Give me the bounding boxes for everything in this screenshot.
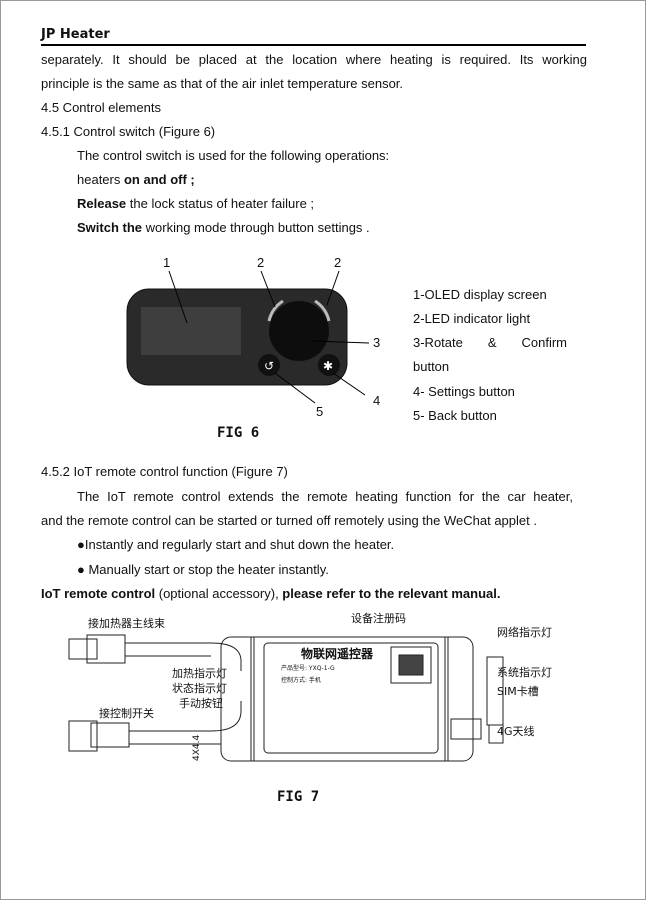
- section-heading: 4.5 Control elements: [41, 100, 161, 115]
- legend-item: 4- Settings button: [413, 384, 515, 399]
- device-control-mode: 控制方式: 手机: [281, 677, 321, 684]
- label-network-indicator: 网络指示灯: [497, 626, 552, 639]
- section-heading: 4.5.1 Control switch (Figure 6): [41, 124, 216, 139]
- text: working mode through button settings .: [142, 220, 370, 235]
- callout-2: 2: [257, 255, 265, 270]
- text: (optional accessory),: [155, 586, 283, 601]
- label-status-indicator: 状态指示灯: [172, 682, 227, 695]
- text: heaters: [77, 172, 124, 187]
- legend-item: button: [413, 359, 450, 374]
- iot-controller-drawing: [68, 634, 504, 762]
- callout-5: 5: [316, 404, 324, 419]
- callout-4: 4: [373, 393, 381, 408]
- bullet-item: ● Manually start or stop the heater inst…: [77, 562, 329, 577]
- text-line: heaters on and off ;: [77, 171, 195, 189]
- callout-1: 1: [163, 255, 171, 270]
- paragraph: principle is the same as that of the air…: [41, 76, 404, 91]
- legend-item: 2-LED indicator light: [413, 311, 531, 326]
- text-line: Release the lock status of heater failur…: [77, 195, 314, 213]
- label-system-indicator: 系统指示灯: [497, 666, 552, 679]
- svg-text:↺: ↺: [264, 359, 274, 373]
- page-header: JP Heater: [41, 27, 110, 42]
- legend-item: 1-OLED display screen: [413, 287, 547, 302]
- text-bold: Switch the: [77, 220, 143, 235]
- svg-text:✱: ✱: [323, 359, 333, 373]
- callout-3: 3: [373, 335, 381, 350]
- section-heading: 4.5.2 IoT remote control function (Figur…: [41, 464, 288, 479]
- paragraph: separately. It should be placed at the l…: [41, 52, 587, 67]
- callout-2: 2: [334, 255, 342, 270]
- text-line: The control switch is used for the follo…: [77, 148, 390, 163]
- label-4g-antenna: 4G天线: [497, 725, 535, 738]
- label-main-harness: 接加热器主线束: [88, 617, 165, 630]
- text-line: IoT remote control (optional accessory),…: [41, 585, 501, 603]
- control-switch-illustration: ↺✱: [126, 270, 370, 404]
- text-line: Switch the working mode through button s…: [77, 219, 370, 237]
- figure-caption: FIG 6: [217, 425, 260, 441]
- text-bold: on and off ;: [123, 172, 195, 187]
- label-sim-slot: SIM卡槽: [497, 685, 539, 698]
- label-dimension: 4X4.4: [192, 734, 202, 761]
- figure-caption: FIG 7: [277, 789, 320, 805]
- legend-item: 5- Back button: [413, 408, 497, 423]
- label-control-switch: 接控制开关: [99, 707, 154, 720]
- text: the lock status of heater failure ;: [126, 196, 315, 211]
- paragraph: The IoT remote control extends the remot…: [77, 489, 573, 504]
- label-heating-indicator: 加热指示灯: [172, 667, 227, 680]
- header-rule: [41, 44, 586, 46]
- device-title: 物联网遥控器: [301, 647, 374, 661]
- text-bold: IoT remote control: [41, 586, 156, 601]
- device-model: 产品型号: YXQ-1-G: [281, 665, 335, 672]
- legend-item: 3-Rotate & Confirm: [413, 335, 567, 350]
- paragraph: and the remote control can be started or…: [41, 513, 537, 528]
- label-manual-button: 手动按钮: [179, 697, 223, 710]
- bullet-item: ●Instantly and regularly start and shut …: [77, 537, 395, 552]
- label-registration-code: 设备注册码: [351, 612, 406, 625]
- text-bold: please refer to the relevant manual.: [282, 586, 501, 601]
- text-bold: Release: [77, 196, 127, 211]
